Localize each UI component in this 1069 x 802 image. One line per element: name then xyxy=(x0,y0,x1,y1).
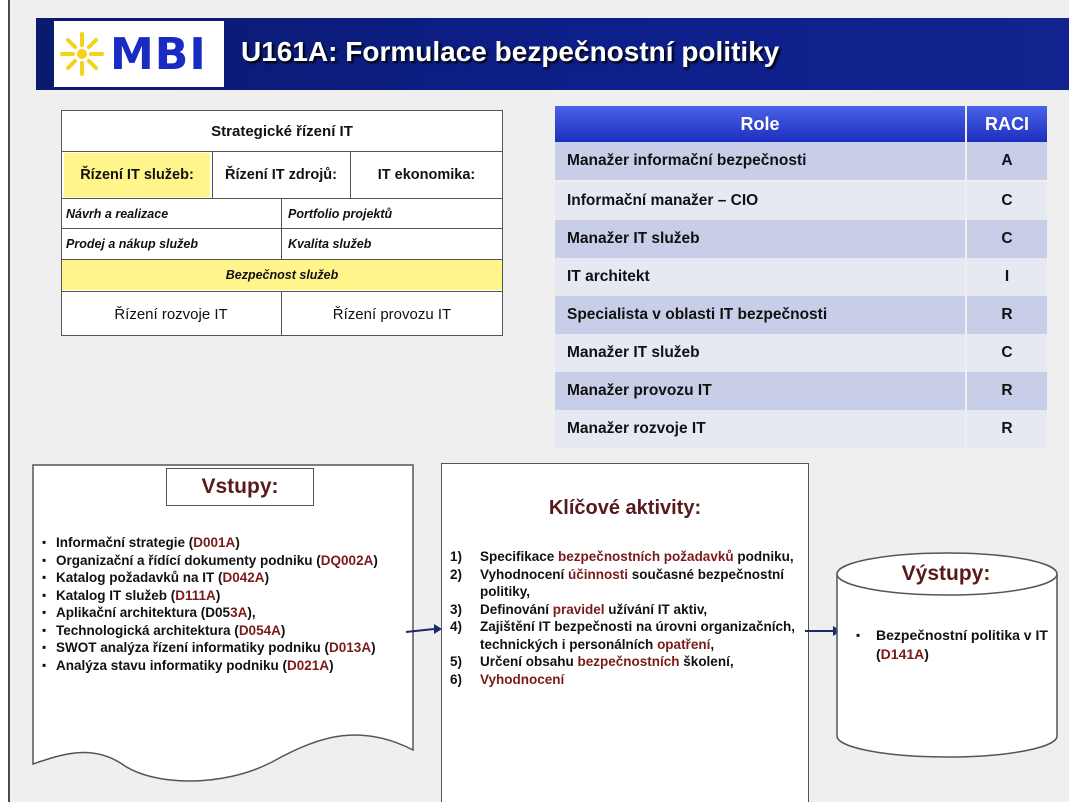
raci-row: IT architekt I xyxy=(555,258,1047,296)
list-item: Organizační a řídící dokumenty podniku (… xyxy=(42,552,406,570)
logo: MBI xyxy=(54,21,224,87)
raci-role: Informační manažer – CIO xyxy=(555,182,965,220)
inputs-list: Informační strategie (D001A) Organizační… xyxy=(42,534,406,674)
raci-value: R xyxy=(967,410,1047,448)
it-resources-cell: Řízení IT zdrojů: xyxy=(225,167,337,183)
list-item: Informační strategie (D001A) xyxy=(42,534,406,552)
inputs-box: Vstupy: Informační strategie (D001A) Org… xyxy=(32,464,414,784)
it-operations-cell: Řízení provozu IT xyxy=(332,305,452,323)
raci-row: Manažer provozu IT R xyxy=(555,372,1047,410)
arrow-icon xyxy=(406,624,442,634)
raci-row: Manažer informační bezpečnosti A xyxy=(555,142,1047,180)
raci-row: Manažer IT služeb C xyxy=(555,334,1047,372)
list-item: 4)Zajištění IT bezpečnosti na úrovni org… xyxy=(450,619,796,652)
list-item: 3)Definování pravidel užívání IT aktiv, xyxy=(450,601,708,617)
service-security-cell: Bezpečnost služeb xyxy=(62,260,502,290)
outputs-list: Bezpečnostní politika v IT (D141A) xyxy=(852,626,1052,664)
raci-value: C xyxy=(967,182,1047,220)
strategic-it-cell: Strategické řízení IT xyxy=(211,122,353,140)
outputs-title: Výstupy: xyxy=(901,562,991,585)
activities-box: Klíčové aktivity: 1)Specifikace bezpečno… xyxy=(441,463,809,802)
it-services-cell: Řízení IT služeb: xyxy=(64,153,210,197)
raci-role: IT architekt xyxy=(555,258,965,296)
raci-row: Manažer IT služeb C xyxy=(555,220,1047,258)
raci-row: Informační manažer – CIO C xyxy=(555,182,1047,220)
design-realization-cell: Návrh a realizace xyxy=(66,206,169,221)
raci-header-role: Role xyxy=(555,106,965,142)
it-economics-cell: IT ekonomika: xyxy=(377,167,476,183)
inputs-title: Vstupy: xyxy=(166,468,314,506)
list-item: 6)Vyhodnocení xyxy=(450,671,565,687)
raci-row: Manažer rozvoje IT R xyxy=(555,410,1047,448)
outputs-box: Výstupy: Bezpečnostní politika v IT (D14… xyxy=(836,552,1069,760)
activities-list: 1)Specifikace bezpečnostních požadavků p… xyxy=(450,548,802,688)
raci-value: C xyxy=(967,334,1047,372)
page-title: U161A: Formulace bezpečnostní politiky xyxy=(241,36,780,67)
raci-role: Manažer IT služeb xyxy=(555,220,965,258)
raci-role: Manažer informační bezpečnosti xyxy=(555,142,965,180)
raci-role: Manažer provozu IT xyxy=(555,372,965,410)
slide: MBI U161A: Formulace bezpečnostní politi… xyxy=(8,0,1069,802)
raci-role: Specialista v oblasti IT bezpečnosti xyxy=(555,296,965,334)
service-quality-cell: Kvalita služeb xyxy=(288,237,372,251)
list-item: Katalog požadavků na IT (D042A) xyxy=(42,569,406,587)
activities-title: Klíčové aktivity: xyxy=(548,497,702,519)
list-item: Katalog IT služeb (D111A) xyxy=(42,587,406,605)
sun-logo-icon xyxy=(60,32,104,76)
header-bar: MBI U161A: Formulace bezpečnostní politi… xyxy=(36,18,1069,90)
list-item: Technologická architektura (D054A) xyxy=(42,622,406,640)
list-item: 5)Určení obsahu bezpečnostních školení, xyxy=(450,654,734,669)
raci-value: R xyxy=(967,296,1047,334)
raci-value: I xyxy=(967,258,1047,296)
list-item: Aplikační architektura (D053A), xyxy=(42,604,406,622)
raci-row: Specialista v oblasti IT bezpečnosti R xyxy=(555,296,1047,334)
sales-purchase-cell: Prodej a nákup služeb xyxy=(66,237,198,251)
raci-role: Manažer rozvoje IT xyxy=(555,410,965,448)
list-item: 2)Vyhodnocení účinnosti současné bezpečn… xyxy=(450,566,785,600)
list-item: Bezpečnostní politika v IT (D141A) xyxy=(852,626,1052,664)
raci-role: Manažer IT služeb xyxy=(555,334,965,372)
raci-value: R xyxy=(967,372,1047,410)
logo-text: MBI xyxy=(110,28,207,80)
process-table: Strategické řízení IT Řízení IT služeb: … xyxy=(61,110,503,336)
raci-value: C xyxy=(967,220,1047,258)
list-item: Analýza stavu informatiky podniku (D021A… xyxy=(42,657,406,675)
project-portfolio-cell: Portfolio projektů xyxy=(288,206,393,221)
it-development-cell: Řízení rozvoje IT xyxy=(114,305,228,323)
list-item: 1)Specifikace bezpečnostních požadavků p… xyxy=(450,549,794,564)
raci-header-raci: RACI xyxy=(967,106,1047,142)
raci-value: A xyxy=(967,142,1047,180)
list-item: SWOT analýza řízení informatiky podniku … xyxy=(42,639,406,657)
